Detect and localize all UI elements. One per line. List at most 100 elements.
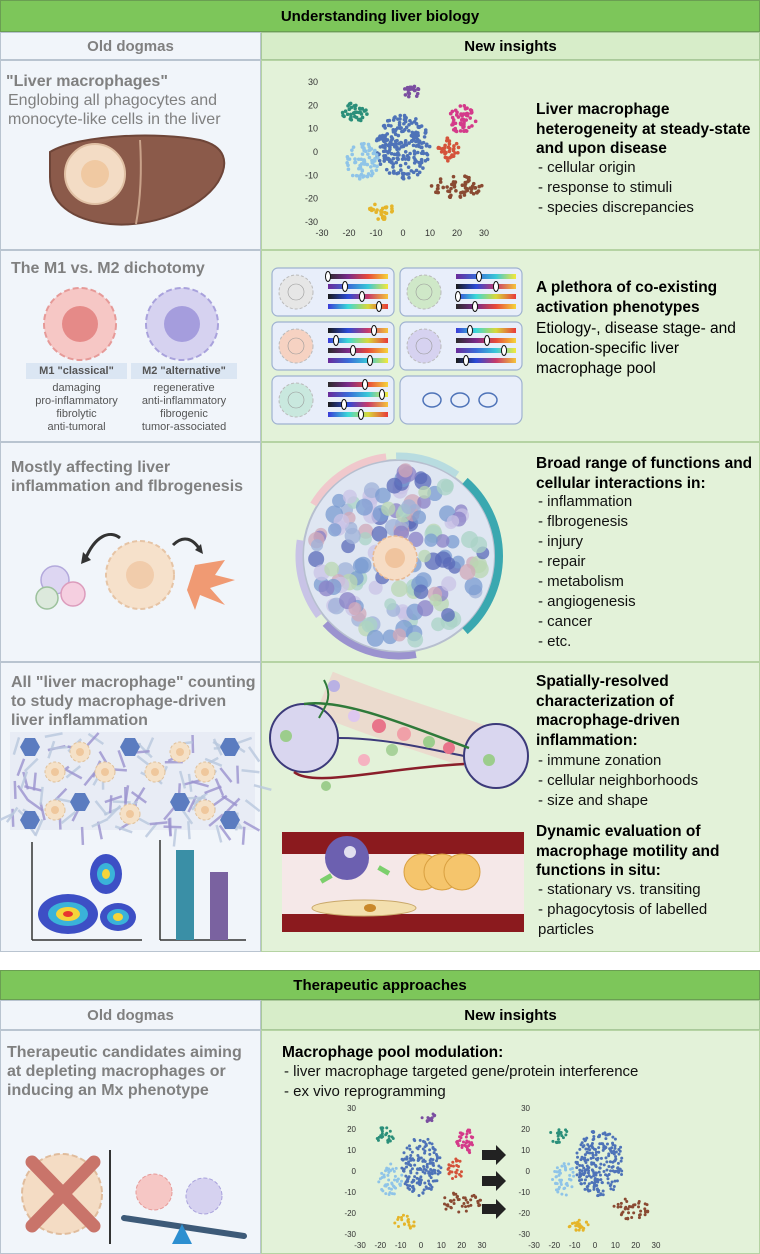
cluster-point	[588, 1151, 592, 1155]
cluster-point	[369, 169, 374, 174]
cluster-point	[410, 1167, 414, 1171]
cluster-point	[599, 1162, 603, 1166]
macrophage-nucleus	[51, 768, 59, 776]
cluster-point	[389, 160, 394, 165]
cluster-point	[428, 1148, 432, 1152]
cluster-point	[390, 204, 394, 208]
cluster-point	[409, 1171, 413, 1175]
lobule-fiber	[114, 825, 133, 834]
y-tick-label: -20	[518, 1209, 530, 1218]
tissue-cell	[401, 499, 417, 515]
cluster-point	[605, 1160, 609, 1164]
cluster-point	[460, 1143, 464, 1147]
ellipsis-dot	[478, 392, 498, 408]
macrophage-nucleus	[51, 806, 59, 814]
m1-m2-cells	[43, 287, 219, 361]
cluster-point	[595, 1184, 599, 1188]
marker-gradient-bar	[328, 328, 388, 333]
x-tick-label: 10	[437, 1241, 446, 1250]
cluster-point	[427, 1179, 431, 1183]
cluster-point	[458, 1159, 462, 1163]
cluster-point	[405, 1165, 409, 1169]
tissue-cell	[355, 498, 373, 516]
cluster-point	[360, 106, 365, 111]
cluster-point	[457, 1210, 461, 1214]
cluster-point	[405, 153, 410, 158]
cluster-point	[459, 112, 463, 116]
cluster-point	[601, 1189, 605, 1193]
cluster-point	[556, 1137, 560, 1141]
cluster-point	[350, 148, 354, 152]
y-tick-label: 0	[313, 147, 318, 157]
row3-new-list: inflammation flbrogenesis injury repair …	[538, 492, 758, 652]
cluster-point	[459, 117, 464, 122]
marker-gradient-bar	[456, 284, 516, 289]
y-tick-label: 30	[521, 1104, 530, 1113]
cluster-point	[455, 1195, 459, 1199]
cluster-point	[406, 1176, 410, 1180]
cluster-point	[637, 1216, 641, 1220]
cluster-point	[464, 1135, 468, 1139]
lobule-fiber	[11, 808, 15, 827]
cluster-point	[564, 1193, 568, 1197]
cluster-point	[406, 157, 411, 162]
cluster-point	[608, 1160, 612, 1164]
cluster-point	[427, 144, 432, 149]
x-tick-label: -30	[315, 228, 328, 238]
cluster-point	[453, 151, 457, 155]
cluster-point	[399, 1216, 403, 1220]
cluster-point	[443, 1196, 447, 1200]
cluster-point	[575, 1173, 579, 1177]
cluster-point	[436, 146, 441, 150]
inflammation-fibrogenesis-illustration	[35, 533, 235, 610]
cluster-point	[389, 135, 394, 139]
macrophage-nucleus	[201, 806, 209, 814]
section2-old-title: Therapeutic candidates aiming at depleti…	[7, 1044, 242, 1099]
row2-new-text: Etiology-, disease stage- and location-s…	[536, 320, 736, 377]
cluster-point	[356, 157, 361, 162]
cluster-point	[598, 1173, 602, 1177]
cluster-point	[407, 1220, 411, 1224]
cluster-point	[601, 1132, 605, 1136]
cluster-point	[391, 118, 396, 122]
tissue-cell	[413, 584, 429, 599]
cluster-point	[605, 1142, 609, 1146]
cluster-point	[560, 1178, 564, 1182]
new-insights-header: New insights	[261, 32, 760, 60]
cluster-point	[592, 1134, 596, 1138]
cluster-point	[381, 145, 386, 149]
tissue-cell	[417, 495, 431, 509]
cluster-point	[467, 1144, 471, 1148]
cluster-point	[416, 1154, 420, 1158]
cluster-point	[447, 1171, 451, 1175]
tissue-cell	[459, 564, 476, 580]
cluster-point	[382, 1173, 386, 1177]
marker-gradient-bar	[328, 392, 388, 397]
cluster-point	[554, 1175, 558, 1179]
cluster-point	[412, 1137, 416, 1141]
portal-vein	[170, 793, 190, 811]
marker-gradient-bar	[456, 304, 516, 309]
marker-indicator	[342, 281, 348, 292]
cluster-point	[458, 195, 463, 199]
lobule-fiber	[226, 797, 241, 813]
cluster-point	[616, 1202, 620, 1206]
list-item: cancer	[538, 612, 758, 632]
tissue-cell	[417, 600, 434, 617]
cluster-point	[406, 91, 411, 95]
x-tick-label: -10	[369, 228, 382, 238]
cluster-point	[411, 1158, 415, 1162]
cluster-point	[385, 1131, 389, 1135]
cluster-point	[577, 1218, 581, 1222]
cluster-point	[430, 1172, 434, 1176]
cluster-point	[560, 1134, 564, 1138]
cluster-point	[586, 1223, 590, 1227]
marker-indicator	[350, 345, 356, 356]
cluster-point	[461, 125, 465, 130]
cluster-point	[592, 1171, 596, 1175]
cluster-point	[377, 1135, 381, 1139]
cluster-point	[583, 1156, 587, 1160]
cluster-point	[405, 1146, 409, 1150]
cluster-point	[358, 117, 363, 122]
cluster-point	[577, 1175, 581, 1179]
